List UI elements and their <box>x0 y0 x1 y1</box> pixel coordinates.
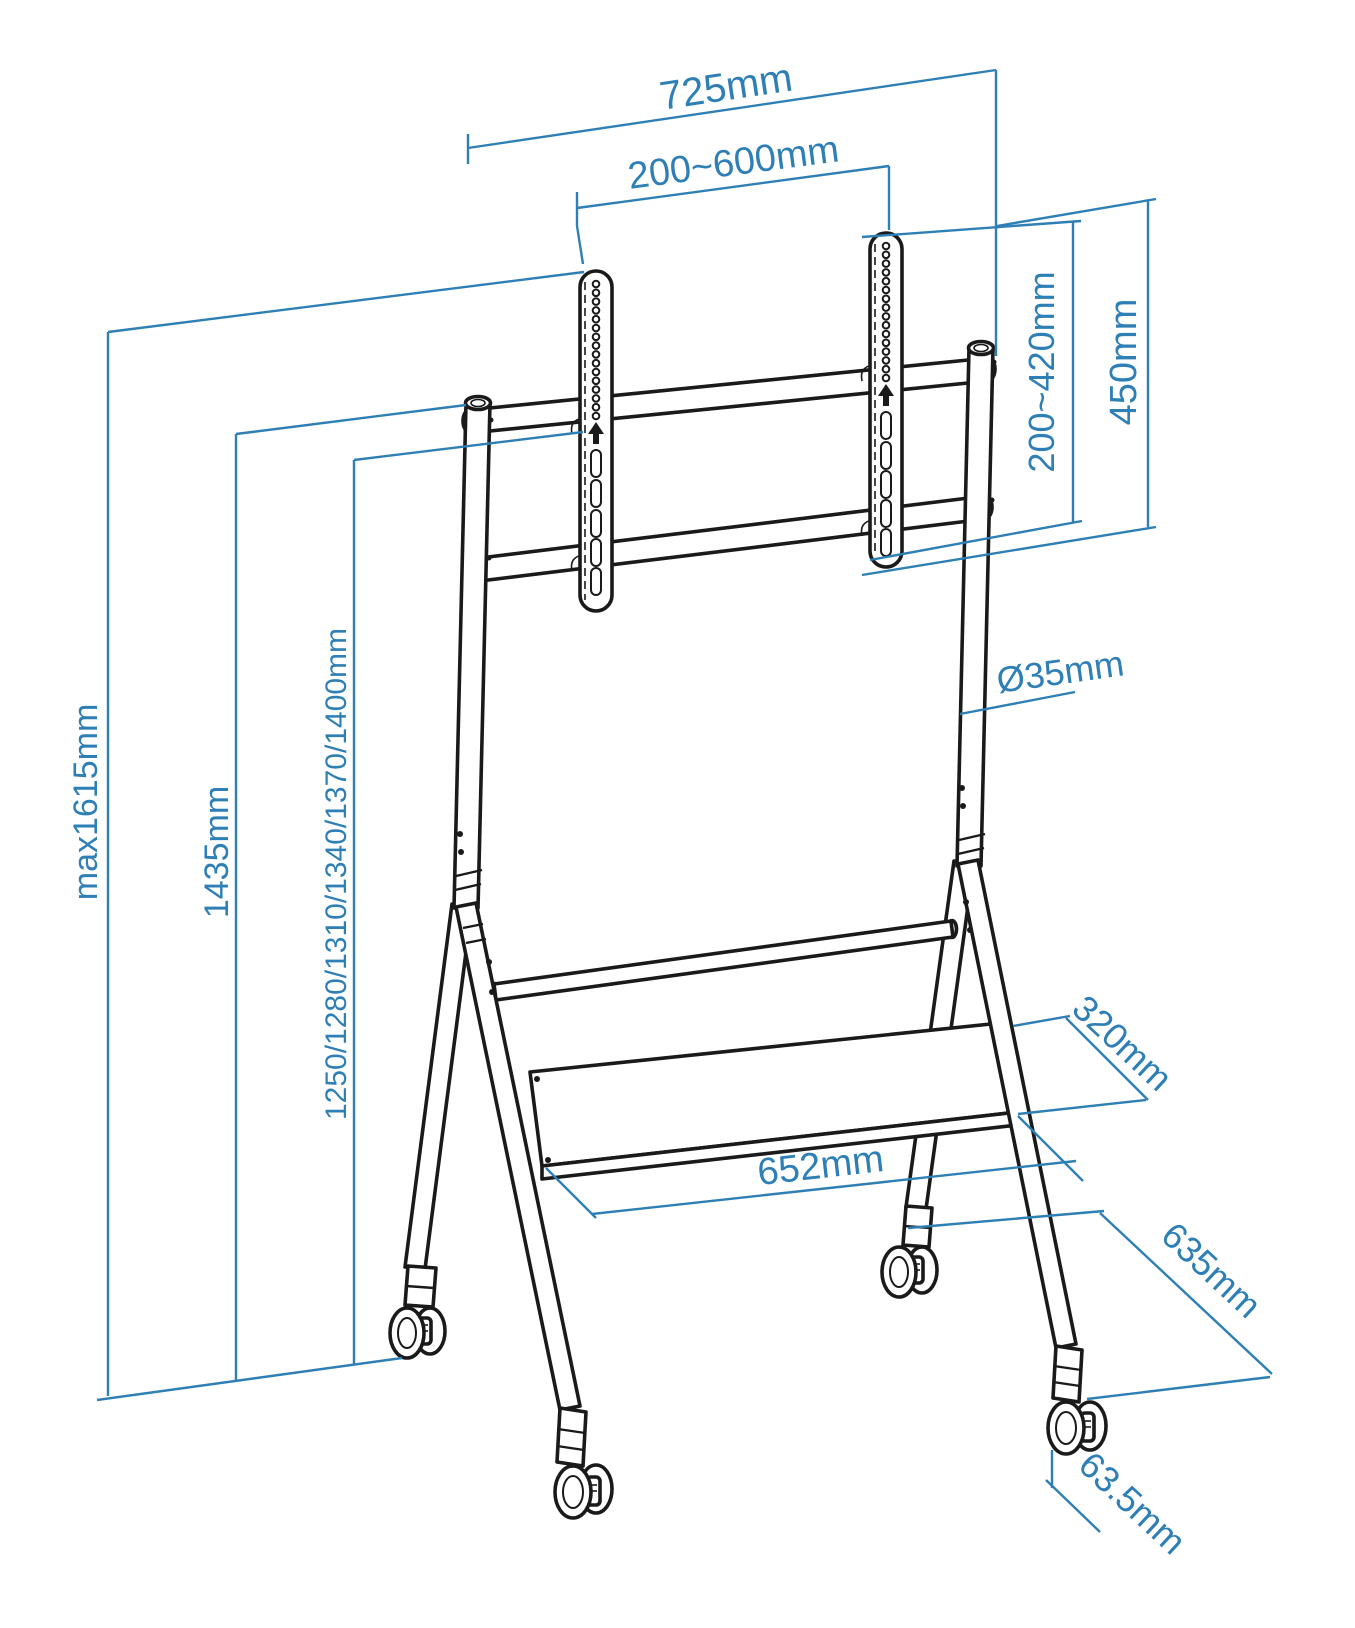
vesa-bracket-right <box>860 231 904 569</box>
dim-frame-height: 1435mm <box>198 403 467 1381</box>
dim-max-height: max1615mm <box>67 270 585 1402</box>
dim-vesa-height-range: 200~420mm <box>861 219 1083 562</box>
support-crossbar <box>488 918 959 1003</box>
dimension-label-pole-diameter: Ø35mm <box>994 642 1126 700</box>
right-pole <box>955 339 997 868</box>
dim-vesa-width-range: 200~600mm <box>575 128 891 265</box>
dimension-label-450mm: 450mm <box>1103 299 1145 426</box>
vesa-bracket-left <box>570 269 614 613</box>
dimension-label-max1615mm: max1615mm <box>67 704 105 901</box>
caster-wheel-front <box>553 1464 593 1520</box>
caster-wheel-front <box>1046 1400 1086 1456</box>
vesa-up-arrow-icon <box>588 422 604 444</box>
dimension-label-200-420mm: 200~420mm <box>1021 271 1062 472</box>
left-pole <box>452 394 494 910</box>
stand-structure <box>388 231 1108 1520</box>
dim-bracket-column-height: 450mm <box>861 197 1157 577</box>
caster-front-left <box>553 1406 614 1520</box>
caster-wheel-front <box>388 1306 426 1360</box>
dimension-label-635mm: 635mm <box>1154 1214 1270 1326</box>
bracket-holes <box>881 241 891 383</box>
dim-top-width: 725mm <box>466 56 998 356</box>
top-rail <box>461 355 997 435</box>
dimension-label-725mm: 725mm <box>657 56 795 119</box>
dim-shelf-depth: 320mm <box>1012 987 1181 1116</box>
caster-rear-right <box>880 1204 939 1299</box>
dim-height-positions: 1250/1280/1310/1340/1370/1400mm <box>320 430 584 1365</box>
leg-rear-left <box>388 902 474 1360</box>
vesa-up-arrow-icon <box>878 384 894 406</box>
dimension-annotations: 725mm 200~600mm 200~420mm 450mm <box>67 56 1273 1563</box>
dim-base-depth: 635mm <box>907 1209 1273 1401</box>
dimension-label-320mm: 320mm <box>1065 987 1181 1099</box>
dim-caster-height: 63.5mm <box>1045 1444 1194 1563</box>
dimension-label-height-positions: 1250/1280/1310/1340/1370/1400mm <box>320 628 353 1120</box>
bracket-slots <box>590 449 602 596</box>
dimension-label-1435mm: 1435mm <box>198 786 236 918</box>
caster-front-right <box>1046 1344 1108 1456</box>
bracket-holes <box>591 279 601 421</box>
pole-top-cap <box>463 394 493 412</box>
caster-wheel-front <box>880 1245 918 1299</box>
pole-top-cap <box>966 339 996 357</box>
leg-front-left <box>454 901 614 1520</box>
caster-rear-left <box>388 1264 447 1360</box>
dimension-label-63-5mm: 63.5mm <box>1071 1444 1194 1563</box>
leg-front-right <box>956 858 1108 1456</box>
bottom-rail <box>463 493 994 584</box>
